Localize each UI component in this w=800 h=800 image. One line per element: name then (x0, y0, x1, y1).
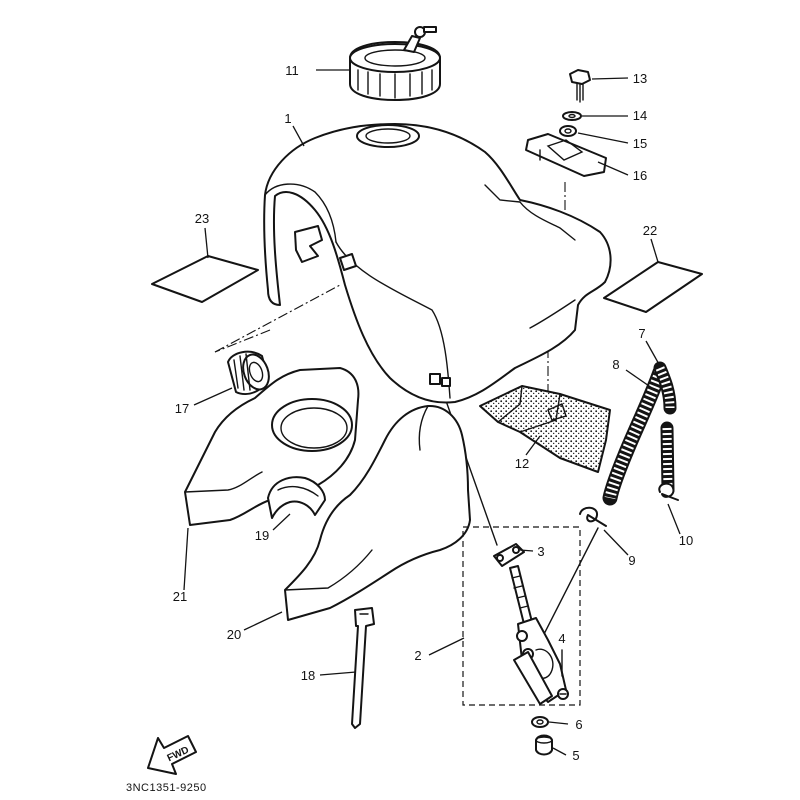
pad-left (151, 255, 259, 303)
fuel-tank (263, 123, 612, 404)
cock-lever (513, 651, 553, 705)
fuel-cap (349, 26, 441, 101)
callout-1: 1 (284, 111, 291, 126)
washer-upper (562, 111, 582, 121)
side-cover-right (284, 404, 471, 621)
tank-outlet-fitting (429, 373, 451, 387)
callout-3: 3 (537, 544, 544, 559)
tank-mount-slot (294, 225, 323, 263)
callout-5: 5 (572, 748, 579, 763)
callout-15: 15 (633, 136, 647, 151)
callout-12: 12 (515, 456, 529, 471)
callout-18: 18 (301, 668, 315, 683)
tank-bracket (525, 133, 607, 177)
hose-clip-10 (658, 482, 679, 501)
callout-8: 8 (612, 357, 619, 372)
callout-4: 4 (558, 631, 565, 646)
bolt (569, 69, 591, 103)
callout-2: 2 (414, 648, 421, 663)
drawing-number: 3NC1351-9250 (126, 782, 207, 794)
callout-11: 11 (285, 63, 299, 78)
callout-20: 20 (227, 627, 241, 642)
callout-21: 21 (173, 589, 187, 604)
breather-hose-short (653, 361, 677, 497)
callout-14: 14 (633, 108, 647, 123)
callout-22: 22 (643, 223, 657, 238)
half-collar (267, 476, 326, 519)
forward-arrow-icon: FWD (147, 735, 197, 775)
callout-7: 7 (638, 326, 645, 341)
callout-16: 16 (633, 168, 647, 183)
breather-hose-long (602, 364, 668, 506)
tank-hook (339, 253, 357, 271)
grommet (227, 350, 270, 396)
sediment-washer (531, 716, 549, 728)
callout-13: 13 (633, 71, 647, 86)
cock-plate (493, 543, 525, 567)
lever-screw (557, 649, 569, 700)
cable-tie (351, 607, 375, 729)
strainer-stem (509, 565, 533, 625)
leader-lines (183, 69, 681, 756)
callout-17: 17 (175, 401, 189, 416)
fuel-cock-assembly (462, 526, 581, 706)
callout-labels: 11 1 13 14 15 16 23 22 7 8 17 12 19 21 9… (173, 63, 693, 763)
pad-right (603, 261, 703, 313)
washer-lower (559, 125, 577, 137)
callout-6: 6 (575, 717, 582, 732)
tank-damper (479, 385, 611, 473)
callout-19: 19 (255, 528, 269, 543)
key-icon (403, 26, 437, 53)
callout-23: 23 (195, 211, 209, 226)
hose-clip-9 (579, 506, 607, 527)
sediment-cap (535, 734, 553, 756)
callout-10: 10 (679, 533, 693, 548)
callout-9: 9 (628, 553, 635, 568)
